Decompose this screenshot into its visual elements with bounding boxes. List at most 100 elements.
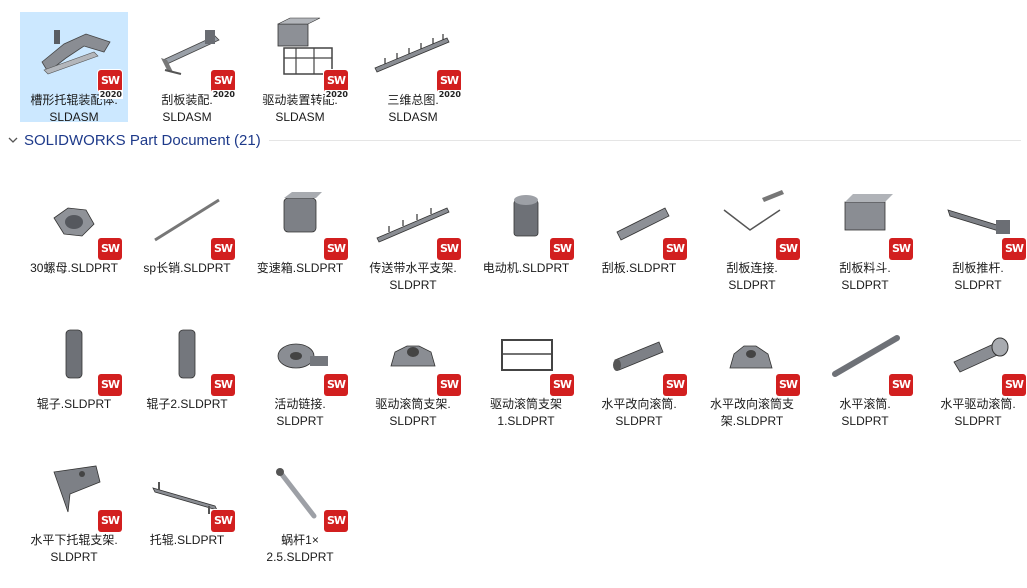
file-name: 刮板.SLDPRT (601, 261, 677, 275)
solidworks-icon: SW (98, 510, 122, 532)
file-name: 电动机.SLDPRT (482, 261, 570, 275)
file-name: 水平驱动滚筒.SLDPRT (940, 397, 1016, 428)
solidworks-icon: SW (98, 238, 122, 260)
solidworks-icon: SW (550, 374, 574, 396)
file-thumbnail: SW (702, 180, 802, 260)
file-thumbnail: SW (250, 452, 350, 532)
file-name: 三维总图.SLDASM (387, 93, 439, 124)
solidworks-icon: SW (663, 238, 687, 260)
solidworks-icon: SW (889, 238, 913, 260)
solidworks-icon: SW (889, 374, 913, 396)
file-thumbnail: SW (815, 316, 915, 396)
file-thumbnail: SW (589, 180, 689, 260)
solidworks-icon: SW (98, 374, 122, 396)
group-header[interactable]: SOLIDWORKS Part Document (21) (6, 129, 1021, 151)
file-name: 蜗杆1×2.5.SLDPRT (266, 533, 334, 564)
file-thumbnail: SW (589, 316, 689, 396)
chevron-down-icon[interactable] (6, 133, 20, 147)
solidworks-icon: SW (1002, 374, 1026, 396)
file-name: 刮板连接.SLDPRT (726, 261, 778, 292)
file-name: 刮板推杆.SLDPRT (952, 261, 1004, 292)
file-name: 水平改向滚筒支架.SLDPRT (709, 397, 794, 428)
file-thumbnail: SW (250, 180, 350, 260)
file-name: 驱动装置转配.SLDASM (262, 93, 338, 124)
file-thumbnail: SW (363, 316, 463, 396)
solidworks-icon: SW (663, 374, 687, 396)
file-name: 变速箱.SLDPRT (256, 261, 344, 275)
file-name: 槽形托辊装配体.SLDASM (30, 93, 118, 124)
file-name: 活动链接.SLDPRT (274, 397, 326, 428)
file-thumbnail: SW (137, 316, 237, 396)
file-thumbnail: SW (928, 316, 1027, 396)
file-name: 刮板装配.SLDASM (161, 93, 213, 124)
solidworks-icon: SW (211, 374, 235, 396)
file-thumbnail: SW (24, 452, 124, 532)
file-name: 传送带水平支架.SLDPRT (369, 261, 457, 292)
solidworks-icon: SW (776, 374, 800, 396)
solidworks-icon: SW (437, 374, 461, 396)
file-thumbnail: SW (137, 452, 237, 532)
solidworks-icon: SW (776, 238, 800, 260)
solidworks-icon: SW (324, 510, 348, 532)
file-name: 辊子2.SLDPRT (146, 397, 228, 411)
solidworks-icon: SW (1002, 238, 1026, 260)
file-thumbnail: SW (363, 180, 463, 260)
solidworks-icon: SW (211, 510, 235, 532)
file-thumbnail: SW (476, 316, 576, 396)
solidworks-icon: SW (437, 238, 461, 260)
file-name: 水平滚筒.SLDPRT (839, 397, 891, 428)
file-thumbnail: SW (815, 180, 915, 260)
file-thumbnail: SW (24, 316, 124, 396)
file-name: 水平下托辊支架.SLDPRT (30, 533, 118, 564)
file-thumbnail: SW (476, 180, 576, 260)
file-name: 辊子.SLDPRT (36, 397, 112, 411)
file-thumbnail: SW (702, 316, 802, 396)
file-name: sp长销.SLDPRT (143, 261, 231, 275)
solidworks-icon: SW (324, 238, 348, 260)
file-thumbnail: SW (24, 180, 124, 260)
solidworks-icon: SW (211, 238, 235, 260)
file-thumbnail: SW (137, 180, 237, 260)
file-name: 刮板料斗.SLDPRT (839, 261, 891, 292)
file-name: 30螺母.SLDPRT (30, 261, 118, 275)
file-name: 驱动滚筒支架.SLDPRT (375, 397, 451, 428)
file-name: 托辊.SLDPRT (149, 533, 225, 547)
file-thumbnail: SW (928, 180, 1027, 260)
group-divider (268, 139, 1021, 141)
file-thumbnail: SW (250, 316, 350, 396)
